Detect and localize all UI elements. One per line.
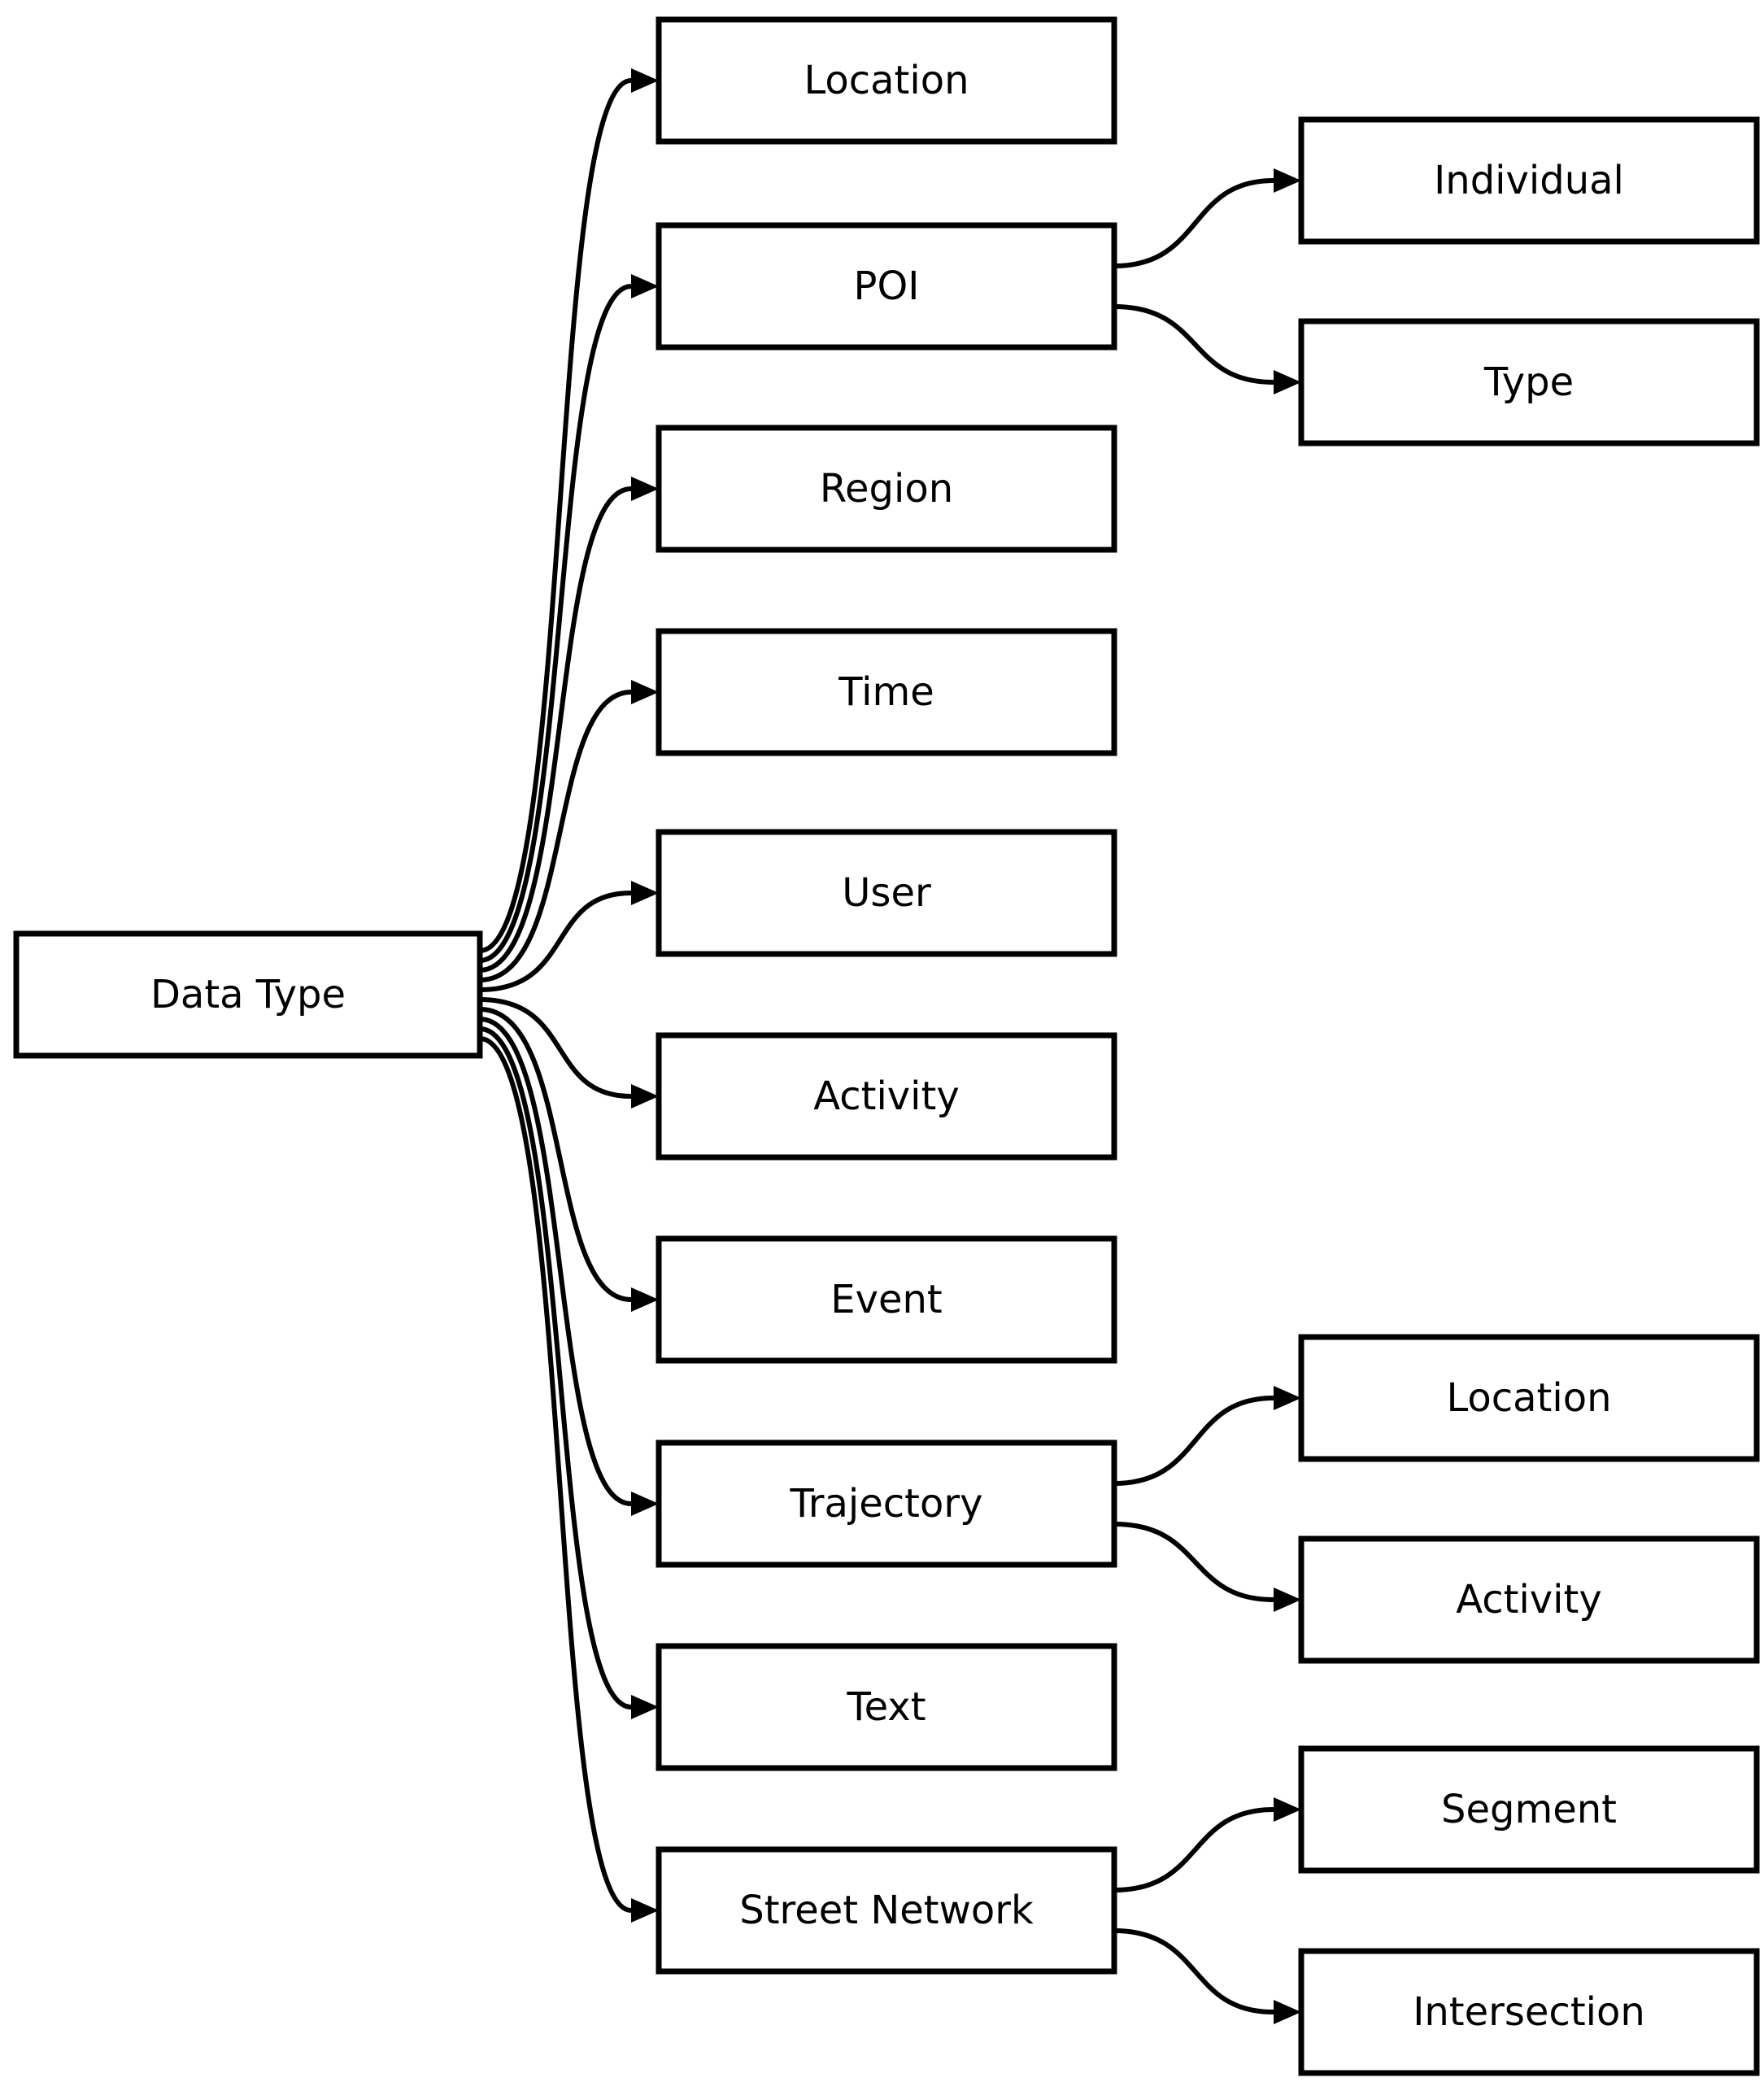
time-label: Time <box>838 669 934 715</box>
node-poi: POI <box>656 222 1117 351</box>
region-box <box>656 425 1117 553</box>
edge-data-type-to-poi <box>479 274 659 963</box>
edge-data-type-to-street-network <box>479 1036 659 1923</box>
intersection-label: Intersection <box>1413 1989 1645 2035</box>
node-street-network-segment: Segment <box>1298 1745 1760 1874</box>
poi-box <box>656 222 1117 351</box>
region-label: Region <box>820 466 953 512</box>
segment-box <box>1298 1745 1760 1874</box>
event-label: Event <box>830 1277 943 1322</box>
edge-data-type-to-event <box>479 1007 659 1312</box>
node-poi-type: Type <box>1298 318 1760 446</box>
node-location: Location <box>656 16 1117 145</box>
data-type-box <box>13 930 483 1059</box>
node-event: Event <box>656 1235 1117 1364</box>
user-box <box>656 829 1117 957</box>
text-label: Text <box>846 1684 926 1730</box>
edge-data-type-to-activity <box>479 997 659 1108</box>
node-street-network: Street Network <box>656 1846 1117 1975</box>
user-label: User <box>842 870 931 916</box>
intersection-box <box>1298 1948 1760 2076</box>
time-box <box>656 628 1117 756</box>
event-box <box>656 1235 1117 1364</box>
node-poi-individual: Individual <box>1298 116 1760 245</box>
node-data-type: Data Type <box>13 930 483 1059</box>
edge-poi-to-type <box>1113 304 1301 394</box>
activity-box <box>656 1032 1117 1161</box>
node-trajectory: Trajectory <box>656 1439 1117 1568</box>
trajectory-label: Trajectory <box>790 1481 983 1527</box>
edge-data-type-to-text <box>479 1026 659 1719</box>
edge-data-type-to-region <box>479 477 659 973</box>
trajectory-location-label: Location <box>1446 1375 1611 1421</box>
data-type-label: Data Type <box>150 972 346 1017</box>
node-region: Region <box>656 425 1117 553</box>
location-box <box>656 16 1117 145</box>
text-box <box>656 1643 1117 1771</box>
edge-trajectory-to-activity <box>1113 1522 1301 1612</box>
poi-label: POI <box>854 264 920 309</box>
node-activity: Activity <box>656 1032 1117 1161</box>
segment-label: Segment <box>1441 1787 1617 1832</box>
node-trajectory-location: Location <box>1298 1334 1760 1462</box>
type-label: Type <box>1483 359 1574 405</box>
trajectory-activity-label: Activity <box>1456 1577 1602 1622</box>
edge-data-type-to-location <box>479 68 659 953</box>
edge-street-network-to-segment <box>1113 1797 1301 1892</box>
type-box <box>1298 318 1760 446</box>
activity-label: Activity <box>813 1074 960 1119</box>
trajectory-activity-box <box>1298 1535 1760 1664</box>
street-network-box <box>656 1846 1117 1975</box>
location-label: Location <box>804 58 969 103</box>
node-user: User <box>656 829 1117 957</box>
edge-layer <box>479 68 1301 2024</box>
node-trajectory-activity: Activity <box>1298 1535 1760 1664</box>
trajectory-box <box>656 1439 1117 1568</box>
edge-poi-to-individual <box>1113 168 1301 268</box>
edge-street-network-to-intersection <box>1113 1928 1301 2024</box>
node-text: Text <box>656 1643 1117 1771</box>
edge-data-type-to-time <box>479 680 659 982</box>
edge-trajectory-to-location <box>1113 1386 1301 1486</box>
edge-data-type-to-user <box>479 881 659 992</box>
edge-data-type-to-trajectory <box>479 1017 659 1516</box>
node-time: Time <box>656 628 1117 756</box>
node-street-network-intersection: Intersection <box>1298 1948 1760 2076</box>
street-network-label: Street Network <box>739 1888 1034 1933</box>
individual-box <box>1298 116 1760 245</box>
individual-label: Individual <box>1434 158 1624 203</box>
trajectory-location-box <box>1298 1334 1760 1462</box>
